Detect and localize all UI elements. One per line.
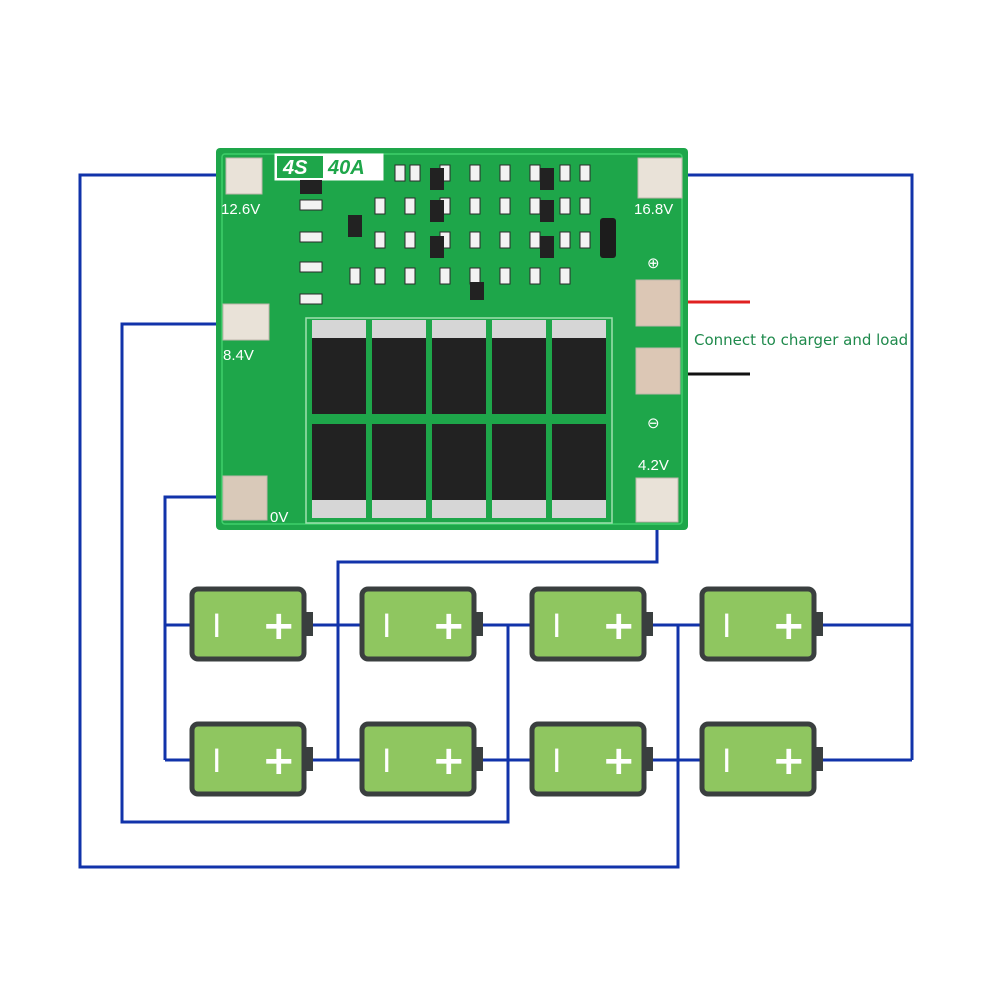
protection-diode (600, 218, 616, 258)
battery-cell: I+ (699, 721, 823, 797)
battery-cell: I+ (529, 721, 653, 797)
battery-minus-label: I (212, 607, 221, 645)
cell-count-label: 4S (282, 157, 308, 179)
battery-body (189, 721, 307, 797)
current-rating-label: 40A (327, 157, 365, 179)
battery-plus-label: + (432, 603, 466, 649)
battery-body (359, 721, 477, 797)
battery-terminal (475, 612, 483, 636)
battery-plus-label: + (772, 738, 806, 784)
battery-minus-label: I (722, 607, 731, 645)
battery-cell: I+ (189, 721, 313, 797)
label-0v: 0V (270, 509, 288, 526)
mosfet-row-top (312, 320, 606, 414)
pcb-border (221, 153, 683, 525)
label-8v4: 8.4V (223, 347, 254, 364)
pad-0v (222, 475, 268, 521)
battery-plus-label: + (602, 603, 636, 649)
battery-terminal (645, 612, 653, 636)
battery-terminal (645, 747, 653, 771)
board-title: 4S 40A (274, 153, 384, 181)
battery-plus-label: + (262, 603, 296, 649)
pad-12v6 (225, 157, 263, 195)
label-16v8: 16.8V (634, 201, 673, 218)
pad-negative (635, 347, 681, 395)
battery-plus-label: + (262, 738, 296, 784)
battery-minus-label: I (552, 607, 561, 645)
minus-symbol: ⊖ (647, 415, 660, 432)
battery-plus-label: + (772, 603, 806, 649)
board-pads (222, 157, 683, 523)
battery-plus-label: + (602, 738, 636, 784)
battery-body (189, 586, 307, 662)
mosfet-bank (305, 317, 613, 524)
label-4v2: 4.2V (638, 457, 669, 474)
charger-load-note: Connect to charger and load (694, 331, 908, 349)
battery-terminal (305, 747, 313, 771)
pad-8v4 (222, 303, 270, 341)
battery-minus-label: I (382, 742, 391, 780)
battery-minus-label: I (552, 742, 561, 780)
battery-terminal (815, 612, 823, 636)
pad-4v2 (635, 477, 679, 523)
battery-terminal (815, 747, 823, 771)
battery-plus-label: + (432, 738, 466, 784)
battery-body (359, 586, 477, 662)
bms-board: 4S 40A (216, 148, 688, 530)
wire-16v8 (660, 173, 914, 760)
battery-cell: I+ (359, 586, 483, 662)
pad-positive (635, 279, 681, 327)
smd-ic-array (300, 168, 554, 300)
wire-8v4 (120, 322, 510, 824)
mosfet-row-bottom (312, 424, 606, 518)
battery-cell: I+ (359, 721, 483, 797)
battery-cell: I+ (189, 586, 313, 662)
wire-0v (163, 495, 238, 760)
battery-bank: I+I+I+I+I+I+I+I+ (189, 586, 823, 797)
battery-body (529, 721, 647, 797)
battery-minus-label: I (722, 742, 731, 780)
battery-minus-label: I (212, 742, 221, 780)
battery-terminal (475, 747, 483, 771)
plus-symbol: ⊕ (647, 255, 660, 272)
battery-terminal (305, 612, 313, 636)
smd-component-array (299, 164, 591, 305)
label-12v6: 12.6V (221, 201, 260, 218)
wire-12v6 (78, 173, 680, 869)
battery-minus-label: I (382, 607, 391, 645)
battery-body (529, 586, 647, 662)
battery-body (699, 586, 817, 662)
battery-cell: I+ (699, 586, 823, 662)
battery-cell: I+ (529, 586, 653, 662)
pad-16v8 (637, 157, 683, 199)
battery-body (699, 721, 817, 797)
